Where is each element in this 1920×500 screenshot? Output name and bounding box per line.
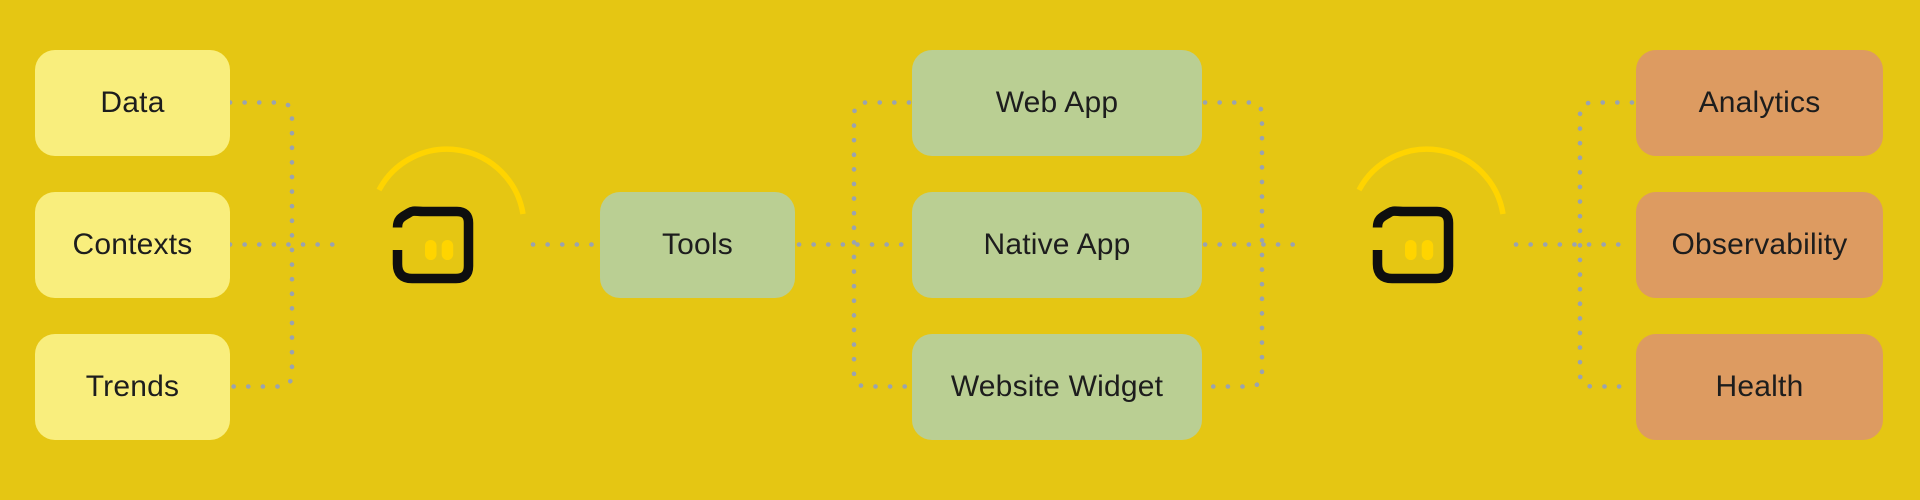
node-web-app: Web App: [912, 50, 1202, 156]
arc-icon: [1356, 146, 1506, 215]
node-tools: Tools: [600, 192, 795, 298]
node-analytics-label: Analytics: [1698, 86, 1821, 119]
bubble-body-icon: [392, 206, 474, 284]
node-tools-label: Tools: [661, 228, 734, 261]
node-analytics: Analytics: [1636, 50, 1883, 156]
node-website-widget-label: Website Widget: [950, 370, 1164, 403]
node-native-app-label: Native App: [983, 228, 1131, 261]
node-contexts-label: Contexts: [72, 228, 193, 261]
node-observability: Observability: [1636, 192, 1883, 298]
node-health-label: Health: [1715, 370, 1804, 403]
right-eye-icon: [1421, 240, 1434, 260]
chat-bubble-logo-left: [376, 146, 526, 284]
left-eye-icon: [425, 240, 437, 260]
node-trends-label: Trends: [85, 370, 180, 403]
node-web-app-label: Web App: [995, 86, 1119, 119]
connector-right-bracket: [1577, 100, 1635, 389]
chat-bubble-logo-right: [1356, 146, 1506, 284]
node-trends: Trends: [35, 334, 230, 440]
connector-middle-bracket: [851, 100, 912, 389]
node-data-label: Data: [100, 86, 165, 119]
right-eye-icon: [441, 240, 454, 260]
node-contexts: Contexts: [35, 192, 230, 298]
node-website-widget: Website Widget: [912, 334, 1202, 440]
node-native-app: Native App: [912, 192, 1202, 298]
node-health: Health: [1636, 334, 1883, 440]
node-data: Data: [35, 50, 230, 156]
left-eye-icon: [1405, 240, 1417, 260]
arc-icon: [376, 146, 526, 215]
node-observability-label: Observability: [1671, 228, 1848, 261]
bubble-body-icon: [1372, 206, 1454, 284]
